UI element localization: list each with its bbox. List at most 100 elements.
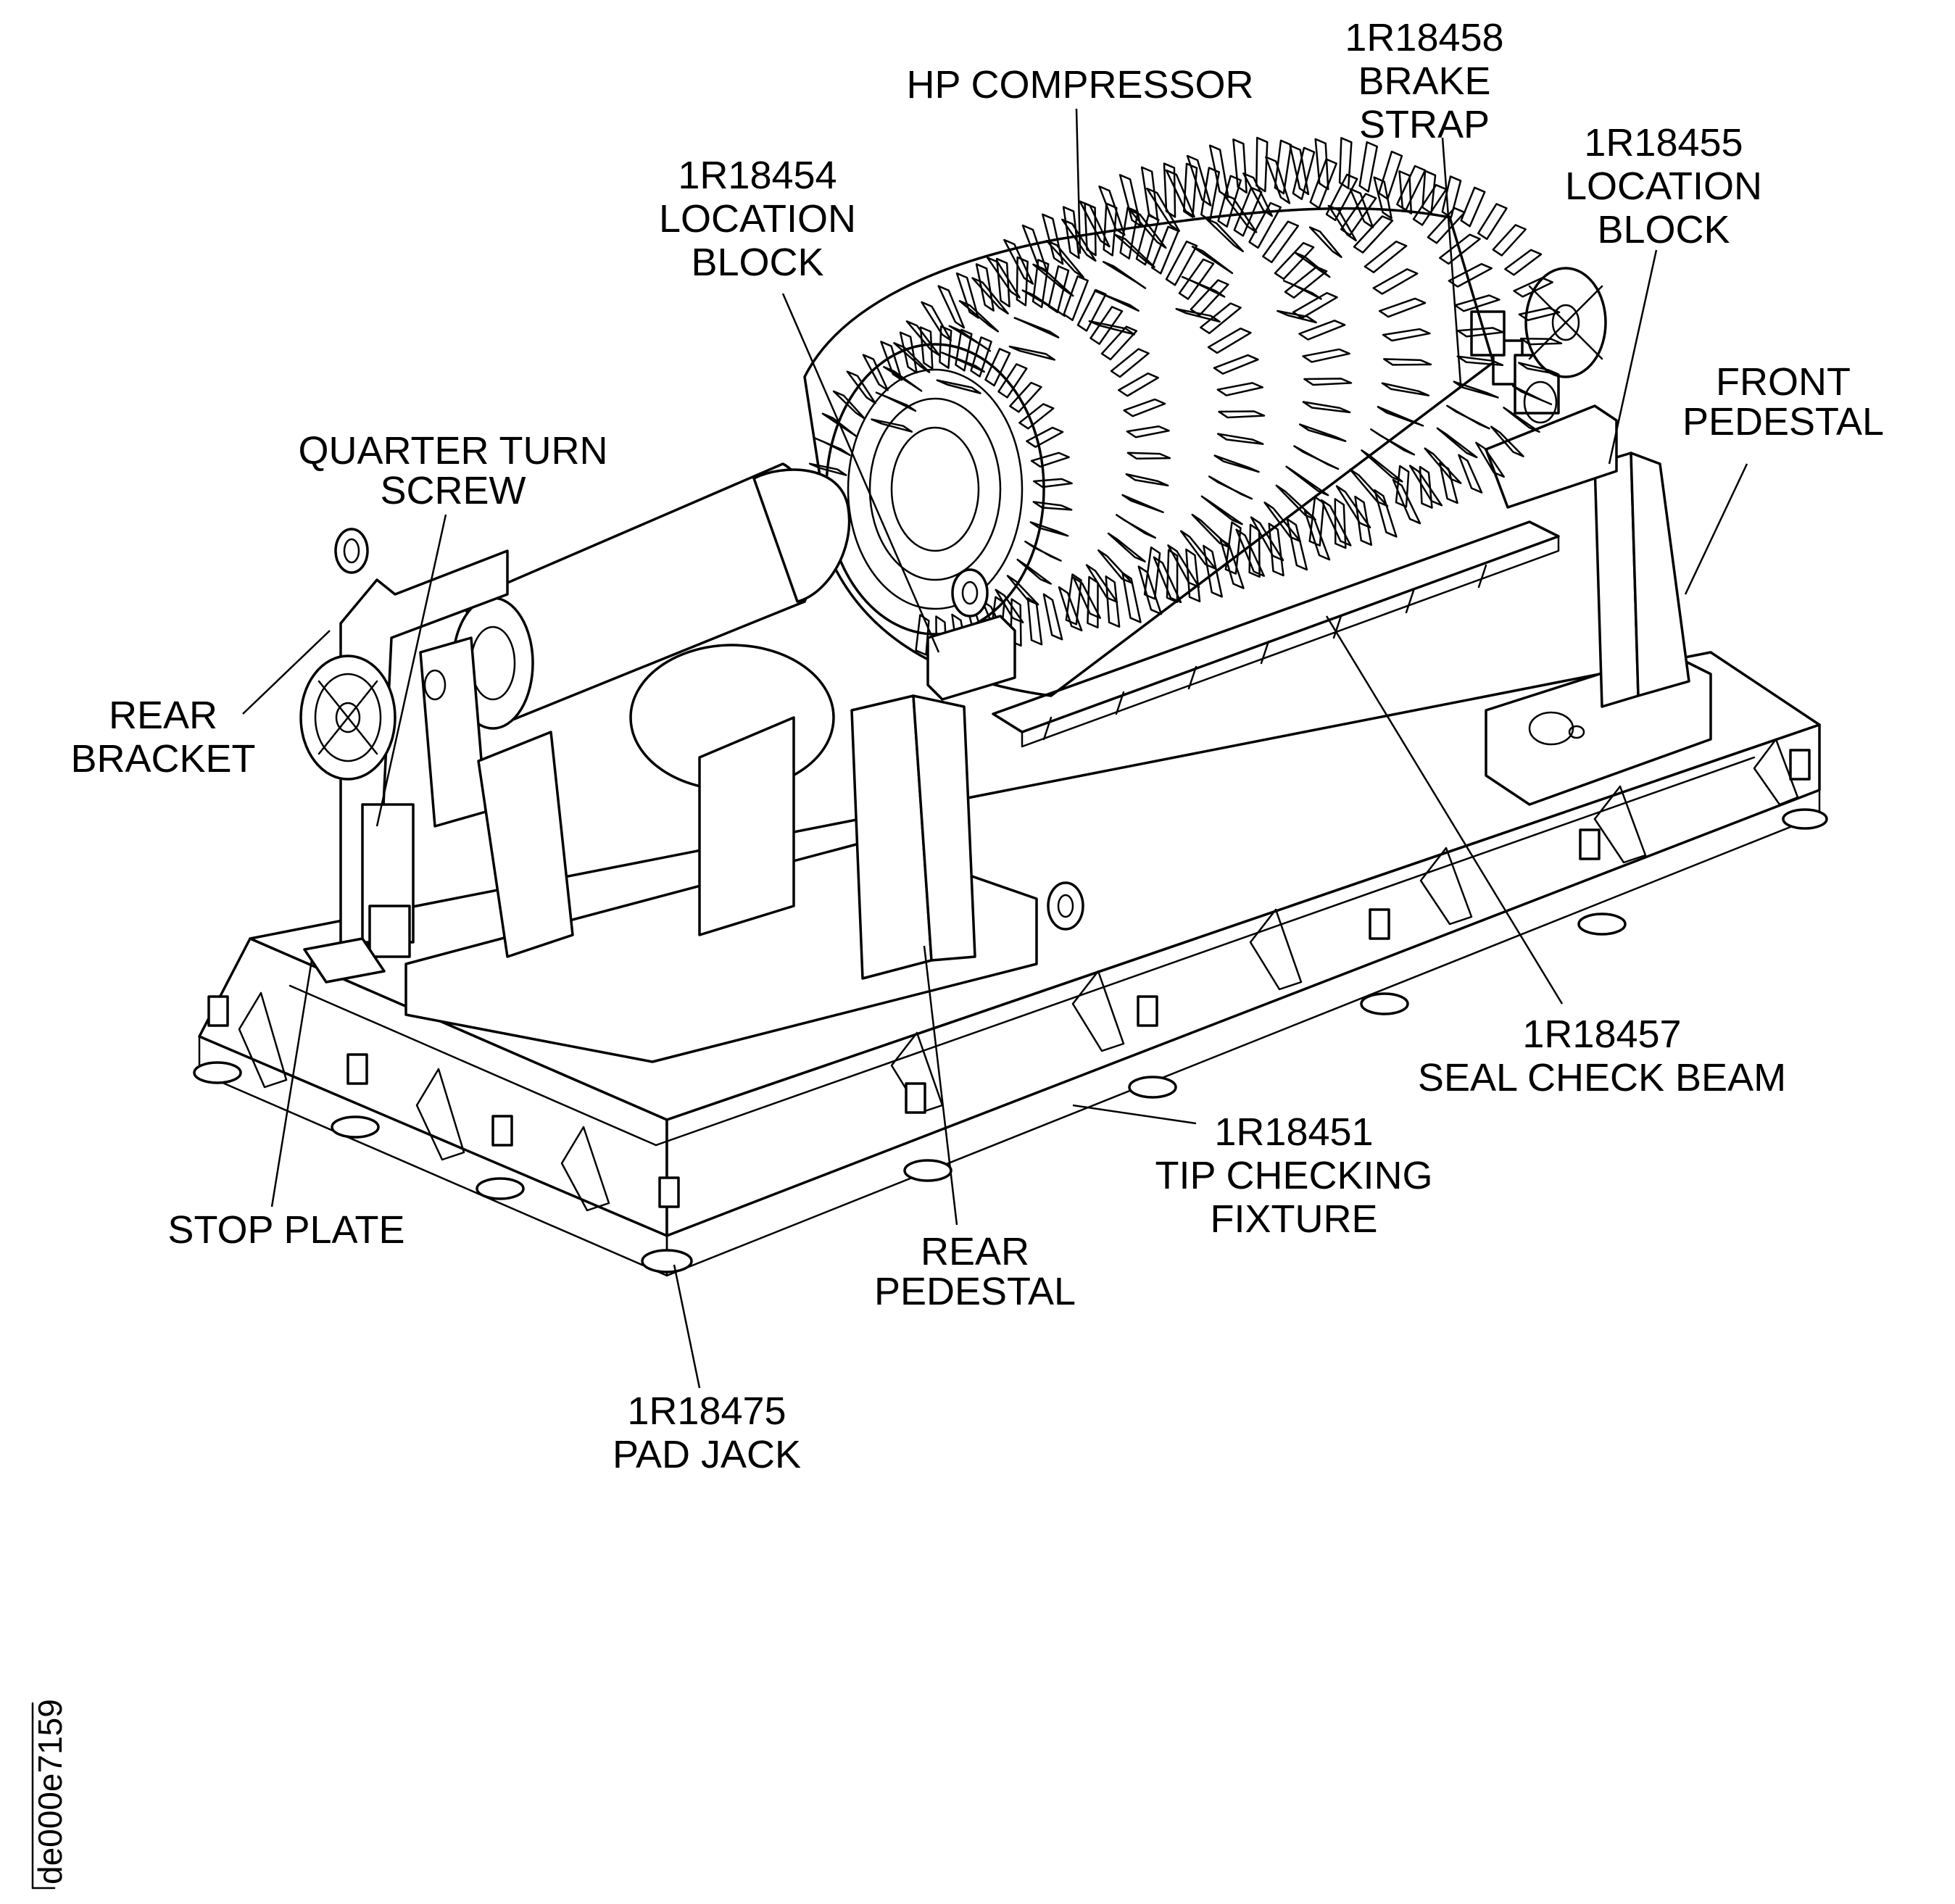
compressor-blade bbox=[1183, 162, 1198, 218]
compressor-blade bbox=[1285, 465, 1329, 496]
compressor-blade bbox=[1116, 514, 1157, 539]
compressor-blade bbox=[955, 328, 973, 372]
compressor-blade bbox=[1262, 220, 1300, 264]
compressor-blade bbox=[813, 437, 851, 457]
compressor-blade bbox=[905, 320, 940, 357]
compressor-blade bbox=[1373, 176, 1392, 220]
compressor-blade bbox=[1308, 226, 1342, 259]
compressor-blade bbox=[1370, 428, 1416, 456]
compressor-blade bbox=[1302, 348, 1350, 363]
compressor-blade bbox=[1454, 294, 1501, 312]
seal-check-beam-part-number: 1R18457 bbox=[1522, 1013, 1681, 1056]
quarter-turn-screw-label-line2: SCREW bbox=[381, 469, 526, 512]
pad-jacks bbox=[193, 808, 1828, 1273]
compressor-blade bbox=[1042, 213, 1064, 265]
compressor-blade bbox=[1519, 337, 1563, 346]
compressor-blade bbox=[883, 366, 923, 392]
compressor-blade bbox=[1185, 548, 1201, 602]
compressor-blade bbox=[1446, 404, 1490, 430]
callout-rear-bracket: REAR BRACKET bbox=[70, 694, 255, 781]
compressor-blade bbox=[971, 277, 1009, 315]
rear-bracket-shape bbox=[299, 528, 574, 984]
compressor-blade bbox=[1456, 355, 1504, 367]
callout-tip-checking-fixture: 1R18451 TIP CHECKING FIXTURE bbox=[1155, 1110, 1432, 1241]
compressor-blade bbox=[1163, 162, 1176, 218]
compressor-blade bbox=[1175, 307, 1221, 323]
compressor-blade bbox=[995, 589, 1024, 624]
callout-brake-strap: 1R18458 BRAKE STRAP bbox=[1345, 16, 1503, 146]
compressor-blade bbox=[1065, 573, 1082, 625]
compressor-blade bbox=[1105, 575, 1121, 628]
compressor-blade bbox=[1224, 521, 1242, 575]
compressor-blade bbox=[1200, 495, 1243, 525]
compressor-blade bbox=[1094, 290, 1140, 312]
compressor-blade bbox=[1213, 354, 1259, 375]
tip-checking-fixture-label-line2: FIXTURE bbox=[1210, 1197, 1377, 1241]
compressor-blade bbox=[1129, 209, 1167, 249]
compressor-blade bbox=[1089, 306, 1124, 345]
rear-bracket-label-line2: BRACKET bbox=[70, 737, 255, 781]
compressor-blade bbox=[1026, 597, 1043, 646]
compressor-blade bbox=[1123, 398, 1166, 417]
compressor-blade bbox=[1178, 258, 1215, 300]
figure-id: de000e7159 bbox=[31, 1699, 69, 1890]
rear-pedestal-shape bbox=[404, 568, 1084, 1063]
location-block-rear-label-line2: BLOCK bbox=[691, 241, 823, 284]
compressor-blade bbox=[1349, 188, 1374, 228]
compressor-blade bbox=[1303, 378, 1353, 386]
compressor-blade bbox=[871, 418, 913, 433]
compressor-blade bbox=[1098, 185, 1126, 236]
compressor-blade bbox=[1292, 146, 1316, 201]
compressor-blade bbox=[1292, 291, 1338, 320]
compressor-blade bbox=[1284, 266, 1328, 299]
compressor-blade bbox=[1503, 407, 1540, 433]
rear-pedestal-label-line1: REAR bbox=[921, 1230, 1029, 1273]
callout-stop-plate: STOP PLATE bbox=[167, 1208, 404, 1252]
compressor-blade bbox=[832, 390, 866, 420]
compressor-blade bbox=[1135, 214, 1160, 266]
figure-id-text: de000e7159 bbox=[31, 1699, 69, 1884]
compressor-blade bbox=[1118, 174, 1142, 227]
compressor-blade bbox=[1107, 532, 1146, 562]
compressor-blade bbox=[955, 272, 979, 319]
compressor-blade bbox=[1042, 593, 1063, 641]
rear-pedestal-label-line2: PEDESTAL bbox=[874, 1270, 1076, 1313]
compressor-blade bbox=[821, 412, 858, 437]
compressor-blade bbox=[1395, 465, 1410, 508]
compressor-blade bbox=[937, 285, 966, 329]
location-block-rear-part-number: 1R18454 bbox=[678, 154, 837, 197]
compressor-blade bbox=[1121, 494, 1164, 513]
compressor-blade bbox=[1006, 575, 1039, 606]
compressor-blade bbox=[1248, 523, 1261, 578]
compressor-blade bbox=[1145, 187, 1181, 232]
brake-strap-label-line1: BRAKE bbox=[1358, 59, 1490, 103]
compressor-blade bbox=[1126, 425, 1170, 438]
pad-jack-part-number: 1R18475 bbox=[627, 1389, 786, 1433]
compressor-blade bbox=[1121, 572, 1142, 623]
compressor-blade bbox=[1208, 475, 1253, 500]
compressor-blade bbox=[1361, 449, 1403, 483]
compressor-blade bbox=[1286, 517, 1308, 571]
compressor-blade bbox=[1076, 288, 1107, 332]
compressor-blade bbox=[1299, 423, 1347, 442]
seal-check-beam-shape bbox=[992, 520, 1560, 748]
compressor-blade bbox=[1320, 499, 1352, 546]
compressor-blade bbox=[1016, 558, 1053, 585]
compressor-blade bbox=[1408, 465, 1443, 507]
compressor-blade bbox=[1327, 204, 1357, 242]
compressor-blade bbox=[1518, 362, 1560, 375]
hp-compressor-label: HP COMPRESSOR bbox=[906, 63, 1253, 107]
compressor-blade bbox=[1088, 320, 1136, 336]
compressor-blade bbox=[1062, 206, 1080, 259]
compressor-blade bbox=[1255, 136, 1269, 193]
compressor-blade bbox=[1216, 382, 1263, 396]
jacking-bolts bbox=[207, 749, 1811, 1208]
compressor-blade bbox=[1335, 485, 1371, 528]
compressor-blade bbox=[1021, 289, 1066, 317]
compressor-blade bbox=[1103, 202, 1118, 257]
compressor-blade bbox=[1100, 325, 1138, 361]
compressor-blade bbox=[1165, 169, 1195, 218]
callout-pad-jack: 1R18475 PAD JACK bbox=[613, 1389, 801, 1476]
location-block-front-label-line1: LOCATION bbox=[1565, 165, 1762, 208]
